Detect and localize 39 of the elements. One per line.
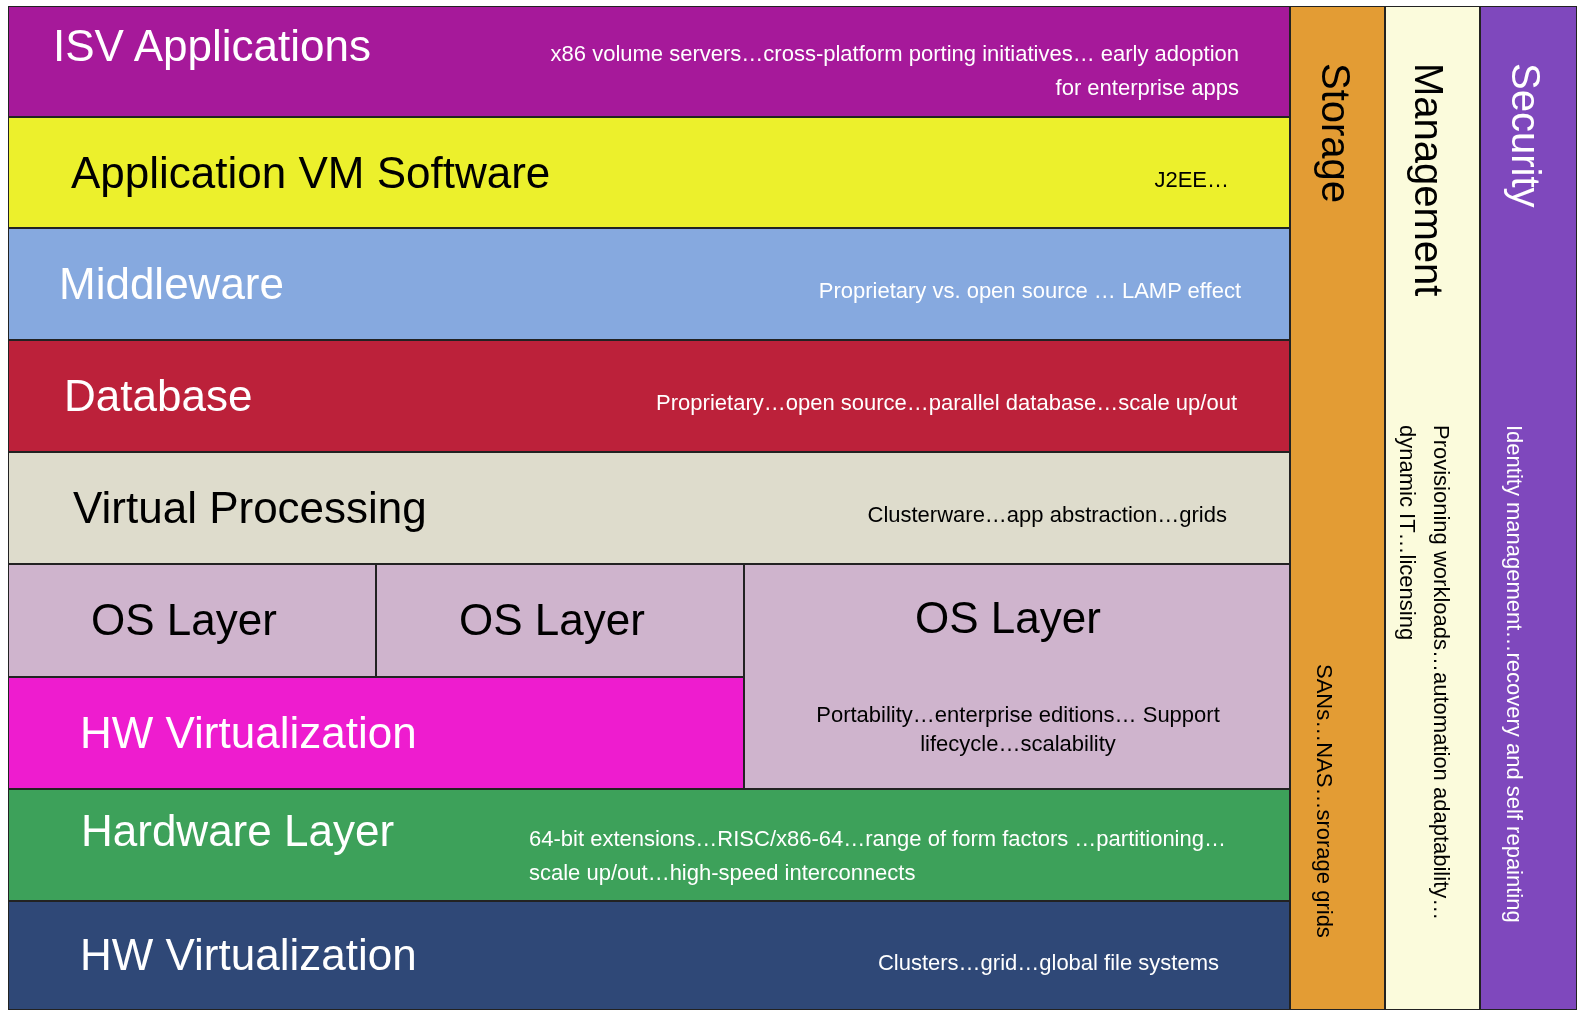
layer-title: Storage bbox=[1313, 63, 1358, 204]
column-band bbox=[1290, 6, 1385, 1010]
column-band bbox=[1480, 6, 1577, 1010]
layer-title: HW Virtualization bbox=[80, 930, 417, 980]
layer-description: Proprietary…open source…parallel database…scale up/out bbox=[655, 389, 1237, 417]
layer-description: J2EE… bbox=[1153, 166, 1229, 194]
layer-title: OS Layer bbox=[915, 593, 1101, 643]
layer-band bbox=[8, 677, 744, 789]
layer-description: SANs…NAS…srorage grids bbox=[1311, 664, 1338, 940]
layer-title: Application VM Software bbox=[71, 148, 551, 198]
layer-band bbox=[8, 117, 1290, 228]
layer-title: OS Layer bbox=[91, 595, 277, 645]
layer-title: OS Layer bbox=[459, 595, 645, 645]
layer-band bbox=[744, 564, 1290, 789]
layer-description: Identity management…recovery and self repainting bbox=[1501, 425, 1528, 925]
layer-title: ISV Applications bbox=[53, 21, 371, 71]
layer-title: HW Virtualization bbox=[80, 708, 417, 758]
layer-band bbox=[8, 901, 1290, 1010]
layer-title: Management bbox=[1406, 63, 1451, 297]
column-band bbox=[1385, 6, 1480, 1010]
layer-title: Security bbox=[1503, 63, 1548, 208]
layer-title: Virtual Processing bbox=[73, 483, 427, 533]
layer-description: x86 volume servers…cross-platform porting initiatives… early adoption for enterprise apps bbox=[549, 40, 1239, 102]
layer-band bbox=[8, 452, 1290, 564]
layer-band bbox=[8, 564, 376, 677]
layer-description: 64-bit extensions…RISC/x86-64…range of form factors …partitioning…scale up/out…high-speed interconnects bbox=[529, 825, 1227, 887]
layer-band bbox=[8, 228, 1290, 340]
layer-band bbox=[376, 564, 744, 677]
layer-title: Database bbox=[64, 371, 253, 421]
layer-description: Proprietary vs. open source … LAMP effect bbox=[817, 277, 1241, 305]
layer-title: Hardware Layer bbox=[81, 806, 395, 856]
layer-title: Middleware bbox=[59, 259, 284, 309]
layer-description: Portability…enterprise editions… Support lifecycle…scalability bbox=[815, 701, 1221, 758]
layer-band bbox=[8, 340, 1290, 452]
layer-description: Clusterware…app abstraction…grids bbox=[866, 501, 1227, 529]
layer-description: Provisioning workloads…automation adaptability… dynamic IT…licensing bbox=[1394, 425, 1455, 923]
layer-description: Clusters…grid…global file systems bbox=[876, 949, 1219, 977]
layer-band bbox=[8, 789, 1290, 901]
layer-band bbox=[8, 6, 1290, 117]
